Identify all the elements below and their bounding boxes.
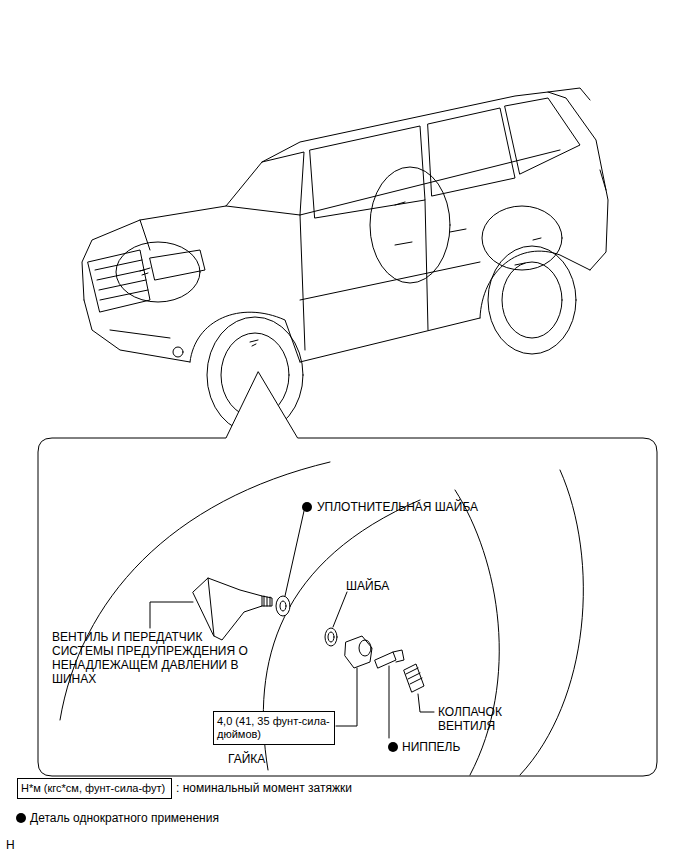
torque-box: Н*м (кгс*см, фунт-сила-фут) — [17, 778, 172, 799]
torque-box: 4,0 (41, 35 фунт-сила-дюймов) — [213, 711, 335, 745]
part-label: ШАЙБА — [346, 579, 389, 593]
part-label: КОЛПАЧОК ВЕНТИЛЯ — [438, 705, 538, 733]
part-label: ВЕНТИЛЬ И ПЕРЕДАТЧИК СИСТЕМЫ ПРЕДУПРЕЖДЕ… — [52, 630, 267, 686]
part-label: ГАЙКА — [228, 752, 265, 766]
legend-text: Деталь однократного применения — [30, 811, 219, 825]
single-use-dot — [388, 742, 398, 752]
single-use-dot — [16, 813, 26, 823]
legend-text: : номинальный момент затяжки — [176, 781, 352, 795]
torque-text: Н*м (кгс*см, фунт-сила-фут) — [21, 782, 168, 795]
torque-text: 4,0 (41, 35 фунт-сила-дюймов) — [217, 715, 331, 741]
single-use-dot — [302, 502, 312, 512]
part-label: НИППЕЛЬ — [402, 740, 460, 754]
part-label: УПЛОТНИТЕЛЬНАЯ ШАЙБА — [317, 500, 478, 514]
part-label: H — [6, 838, 15, 852]
